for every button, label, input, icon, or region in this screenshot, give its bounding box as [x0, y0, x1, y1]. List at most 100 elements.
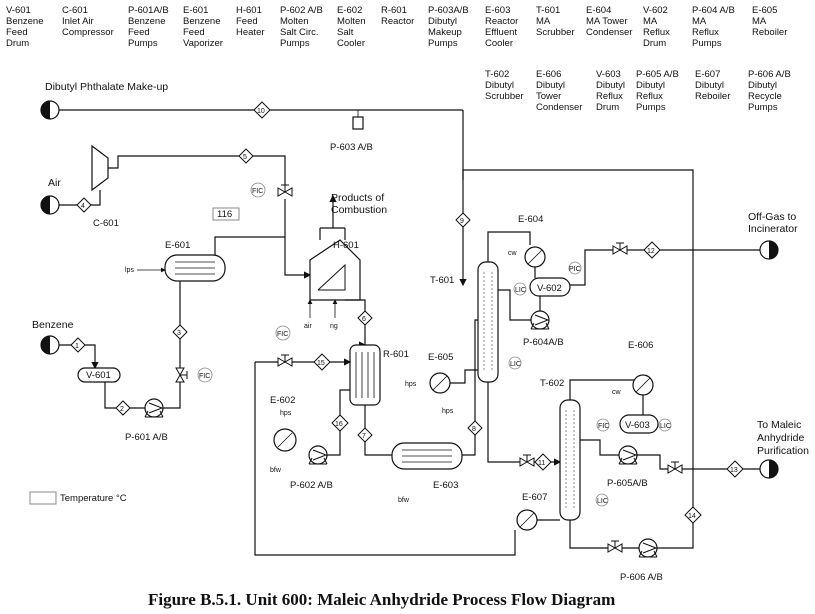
svg-text:Feed: Feed	[183, 27, 205, 38]
stream-10: 10	[253, 101, 271, 119]
svg-text:Tower: Tower	[536, 91, 561, 102]
svg-text:air: air	[304, 323, 312, 330]
svg-text:E-601: E-601	[183, 5, 208, 16]
svg-text:Reactor: Reactor	[381, 16, 414, 27]
svg-text:Purification: Purification	[757, 445, 809, 457]
t601-bottoms-valve-icon	[519, 454, 535, 467]
svg-text:FIC: FIC	[252, 188, 263, 195]
svg-text:R-601: R-601	[383, 349, 409, 360]
svg-text:Inlet Air: Inlet Air	[62, 16, 94, 27]
svg-text:Drum: Drum	[6, 38, 29, 49]
temperature-legend-label: Temperature °C	[60, 493, 127, 504]
svg-text:cw: cw	[612, 389, 622, 396]
svg-text:11: 11	[538, 460, 545, 467]
svg-text:MA: MA	[536, 16, 551, 27]
svg-text:9: 9	[460, 218, 464, 225]
svg-text:Dibutyl: Dibutyl	[596, 80, 625, 91]
svg-text:P-604 A/B: P-604 A/B	[692, 5, 735, 16]
figure-caption: Figure B.5.1. Unit 600: Maleic Anhydride…	[148, 590, 615, 609]
svg-text:bfw: bfw	[270, 467, 282, 474]
svg-text:Reactor: Reactor	[485, 16, 518, 27]
svg-text:Dibutyl: Dibutyl	[695, 80, 724, 91]
stream-4: 4	[76, 197, 92, 213]
svg-text:Benzene: Benzene	[128, 16, 166, 27]
svg-text:Off-Gas to: Off-Gas to	[748, 211, 796, 223]
svg-text:LIC: LIC	[660, 423, 671, 430]
air-label: Air	[48, 177, 61, 189]
makeup-label: Dibutyl Phthalate Make-up	[45, 81, 168, 93]
t602-tower	[559, 399, 581, 521]
stream-15: 15	[313, 353, 331, 371]
v602-drum	[529, 277, 571, 297]
svg-text:bfw: bfw	[398, 497, 410, 504]
svg-text:Salt: Salt	[337, 27, 354, 38]
svg-text:Molten: Molten	[280, 16, 309, 27]
svg-text:Reflux: Reflux	[643, 27, 670, 38]
svg-text:E-602: E-602	[270, 395, 295, 406]
svg-text:Pumps: Pumps	[636, 102, 666, 113]
svg-text:LIC: LIC	[510, 361, 521, 368]
svg-text:Pumps: Pumps	[748, 102, 778, 113]
svg-text:Reflux: Reflux	[596, 91, 623, 102]
stream-8: 8	[467, 420, 483, 436]
air-control-valve-icon	[277, 184, 293, 197]
svg-text:E-601: E-601	[165, 240, 190, 251]
svg-text:Feed: Feed	[236, 16, 258, 27]
benzene-feed-icon	[40, 335, 60, 355]
t601-scrubber	[477, 261, 499, 383]
svg-text:Reboiler: Reboiler	[752, 27, 787, 38]
temperature-box-116	[212, 207, 240, 221]
svg-text:E-603: E-603	[485, 5, 510, 16]
stream-9: 9	[455, 212, 471, 228]
stream-3: 3	[172, 324, 188, 340]
svg-text:E-603: E-603	[433, 480, 458, 491]
svg-text:E-604: E-604	[518, 214, 543, 225]
svg-text:Dibutyl: Dibutyl	[536, 80, 565, 91]
stream-12: 12	[643, 241, 661, 259]
svg-text:Anhydride: Anhydride	[757, 432, 804, 444]
v601-drum	[77, 367, 121, 383]
svg-text:cw: cw	[508, 250, 518, 257]
stream-2: 2	[115, 400, 131, 416]
svg-text:LIC: LIC	[597, 498, 608, 505]
svg-text:hps: hps	[280, 410, 292, 417]
svg-text:7: 7	[362, 433, 366, 440]
svg-text:P-606 A/B: P-606 A/B	[748, 69, 791, 80]
stream-markers: 1 2 3 4 5 6 7 8 9 10 11 12 13 14 15 16	[70, 101, 744, 524]
svg-text:V-602: V-602	[537, 283, 562, 294]
p604-pump-icon	[530, 310, 550, 330]
svg-text:Cooler: Cooler	[485, 38, 513, 49]
svg-text:Makeup: Makeup	[428, 27, 462, 38]
svg-text:Pumps: Pumps	[692, 38, 722, 49]
air-feed-icon	[40, 195, 60, 215]
svg-text:H-601: H-601	[236, 5, 262, 16]
svg-text:ng: ng	[330, 323, 338, 330]
svg-text:Benzene: Benzene	[183, 16, 221, 27]
svg-text:E-606: E-606	[628, 340, 653, 351]
svg-text:Reflux: Reflux	[636, 91, 663, 102]
svg-text:V-602: V-602	[643, 5, 668, 16]
svg-text:V-601: V-601	[86, 370, 111, 381]
svg-text:P-601A/B: P-601A/B	[128, 5, 169, 16]
c601-label: C-601	[93, 218, 119, 229]
p605-pump-icon	[618, 445, 638, 465]
svg-text:E-604: E-604	[586, 5, 611, 16]
svg-text:Pumps: Pumps	[280, 38, 310, 49]
stream-11: 11	[534, 453, 552, 471]
svg-text:MA Tower: MA Tower	[586, 16, 628, 27]
svg-text:Incinerator: Incinerator	[748, 223, 798, 235]
svg-text:T-602: T-602	[540, 378, 564, 389]
svg-text:2: 2	[120, 406, 124, 413]
svg-text:T-601: T-601	[536, 5, 560, 16]
svg-text:Heater: Heater	[236, 27, 265, 38]
svg-text:Dibutyl: Dibutyl	[748, 80, 777, 91]
svg-text:To Maleic: To Maleic	[757, 419, 801, 431]
